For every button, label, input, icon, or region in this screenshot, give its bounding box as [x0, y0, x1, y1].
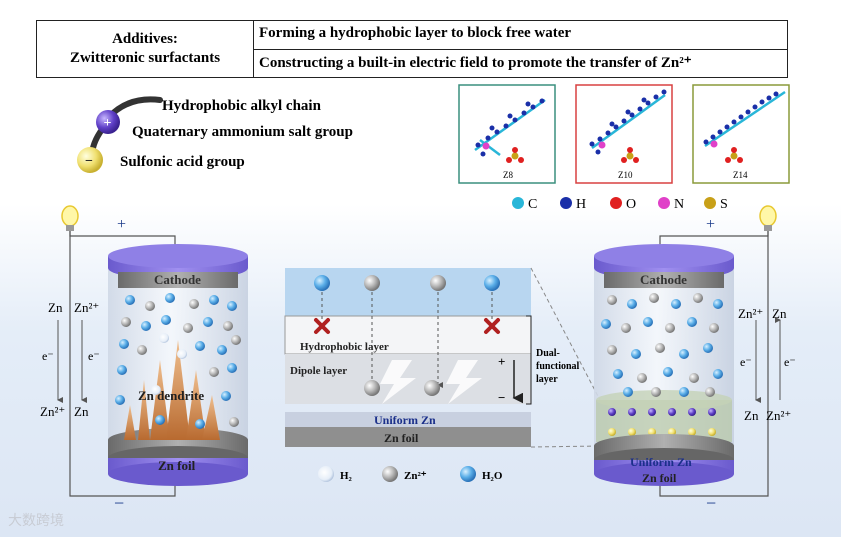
sulfonic-label: Sulfonic acid group — [120, 154, 245, 170]
z8-label: Z8 — [503, 170, 513, 180]
function-row-1: Forming a hydrophobic layer to block fre… — [259, 25, 572, 41]
additive-name: Zwitteronic surfactants — [69, 50, 221, 66]
atom-c-dot — [512, 197, 524, 209]
h2-bubble-icon — [318, 466, 334, 482]
dipole-layer-label: Dipole layer — [290, 365, 347, 377]
right-zn-top: Zn — [772, 306, 787, 321]
field-bolt-icon — [380, 360, 416, 404]
right-e-right: e⁻ — [784, 355, 796, 369]
zn-ion-icon — [382, 466, 398, 482]
atom-s-dot — [704, 197, 716, 209]
left-zn-top: Zn — [48, 300, 63, 315]
function-row-2: Constructing a built-in electric field t… — [259, 55, 692, 71]
left-foil-label: Zn foil — [158, 458, 196, 473]
ammonium-label: Quaternary ammonium salt group — [132, 124, 353, 140]
minus-sign: − — [85, 154, 93, 169]
alkyl-chain-label: Hydrophobic alkyl chain — [162, 98, 322, 114]
zn2-label: Zn²⁺ — [404, 470, 427, 482]
left-zn2-top: Zn²⁺ — [74, 300, 99, 315]
atom-s-label: S — [720, 197, 728, 212]
atom-n-dot — [658, 197, 670, 209]
left-e-left: e⁻ — [42, 349, 54, 363]
left-ions — [115, 293, 241, 429]
field-minus: − — [498, 390, 505, 405]
additive-title: Additives: — [112, 31, 178, 47]
right-cell — [594, 205, 781, 497]
center-zn-foil-label: Zn foil — [384, 431, 419, 445]
zwitterion-schematic — [77, 96, 163, 173]
right-plus: + — [706, 216, 715, 233]
species-legend — [318, 466, 476, 482]
right-ions — [601, 293, 723, 397]
plus-sign: + — [104, 116, 112, 131]
atom-n-label: N — [674, 197, 684, 212]
right-cathode-label: Cathode — [640, 272, 687, 287]
atom-h-dot — [560, 197, 572, 209]
atom-o-label: O — [626, 197, 636, 212]
interface-panel — [284, 267, 601, 448]
center-uniform-zn-label: Uniform Zn — [374, 413, 436, 427]
dual-functional-label-1: Dual- — [536, 348, 560, 359]
right-minus: − — [706, 493, 716, 513]
field-bolt-icon — [446, 360, 482, 404]
header-table: Additives: Zwitteronic surfactants Formi… — [36, 20, 788, 78]
structure-z14 — [692, 84, 790, 184]
left-plus: + — [117, 216, 126, 233]
watermark: 大数跨境 — [8, 513, 64, 529]
left-cathode-label: Cathode — [154, 272, 201, 287]
row-divider — [253, 49, 787, 50]
z14-label: Z14 — [733, 170, 748, 180]
bulb-icon — [61, 205, 79, 227]
z10-label: Z10 — [618, 170, 633, 180]
structure-z8 — [458, 84, 556, 184]
bulb-icon — [759, 205, 777, 227]
left-zn2-bottom: Zn²⁺ — [40, 404, 65, 419]
adsorbed-surfactants — [608, 408, 716, 416]
dual-functional-label-3: layer — [536, 374, 558, 385]
atom-o-dot — [610, 197, 622, 209]
right-e-left: e⁻ — [740, 355, 752, 369]
block-cross-icon — [314, 318, 330, 334]
hydrophobic-layer-label: Hydrophobic layer — [300, 341, 389, 353]
water-molecule-icon — [460, 466, 476, 482]
right-uniform-label: Uniform Zn — [630, 455, 692, 469]
h2o-label: H₂O — [482, 470, 503, 482]
ammonium-ball — [96, 110, 120, 134]
right-zn2-bottom: Zn²⁺ — [766, 408, 791, 423]
left-e-right: e⁻ — [88, 349, 100, 363]
field-plus: + — [498, 354, 505, 369]
dendrite-label: Zn dendrite — [138, 388, 204, 403]
structure-z10 — [575, 84, 673, 184]
h2-label: H₂ — [340, 470, 353, 482]
right-foil-label: Zn foil — [642, 471, 677, 485]
atom-legend — [512, 197, 716, 209]
left-zn-bottom: Zn — [74, 404, 89, 419]
atom-h-label: H — [576, 197, 586, 212]
block-cross-icon — [484, 318, 500, 334]
left-cell — [57, 205, 248, 497]
left-minus: − — [114, 493, 124, 513]
zn-foil-rect — [285, 427, 531, 447]
atom-c-label: C — [528, 197, 537, 212]
right-zn2-top: Zn²⁺ — [738, 306, 763, 321]
right-zn-bottom: Zn — [744, 408, 759, 423]
uniform-zn-rect — [285, 412, 531, 427]
dual-functional-label-2: functional — [536, 361, 580, 372]
sulfonate-ball — [77, 147, 103, 173]
